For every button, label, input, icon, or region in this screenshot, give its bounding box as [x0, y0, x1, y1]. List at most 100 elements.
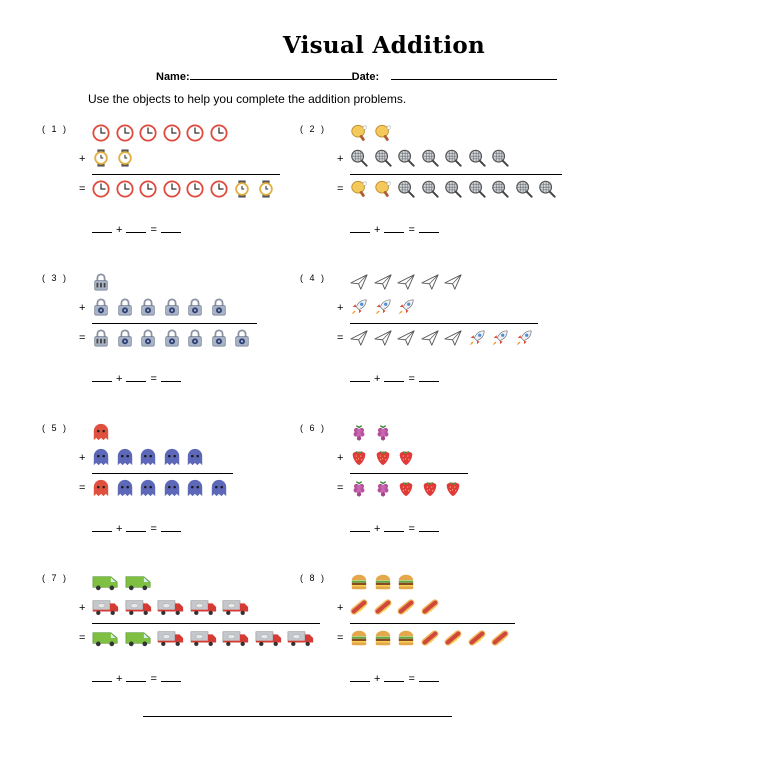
sum-line: [92, 473, 233, 474]
answer-blank-2[interactable]: [384, 523, 405, 532]
plus-sign: +: [337, 153, 344, 165]
equals-sign: =: [150, 224, 157, 236]
addend-row-2: [92, 149, 139, 171]
rocket-icon: [468, 329, 486, 347]
sum-row: [350, 329, 538, 351]
paper-plane-icon: [420, 273, 439, 291]
answer-blank-2[interactable]: [384, 224, 405, 233]
answer-blank-2[interactable]: [384, 673, 405, 682]
answer-blank-sum[interactable]: [418, 373, 439, 382]
equals-sign: =: [408, 523, 415, 535]
red-truck-icon: [190, 629, 217, 647]
clock-icon: [139, 124, 157, 142]
red-truck-icon: [157, 629, 184, 647]
answer-blank-2[interactable]: [126, 224, 147, 233]
paper-plane-icon: [373, 329, 392, 347]
equals-sign: =: [408, 673, 415, 685]
answer-blank-sum[interactable]: [160, 373, 181, 382]
problem-number: ( 5 ): [42, 423, 69, 433]
answer-blank-2[interactable]: [126, 673, 147, 682]
plus-sign: +: [337, 302, 344, 314]
problem-2: ( 2 )+=+=: [300, 124, 600, 254]
answer-blank-sum[interactable]: [160, 523, 181, 532]
clock-icon: [92, 180, 110, 198]
hotdog-icon: [444, 629, 462, 647]
hotdog-icon: [350, 598, 368, 616]
tennis-racket-icon: [444, 180, 462, 198]
blue-ghost-icon: [163, 448, 181, 466]
blue-ghost-icon: [186, 448, 204, 466]
tennis-racket-icon: [491, 149, 509, 167]
sum-line: [92, 323, 257, 324]
date-label: Date:: [351, 71, 380, 83]
problem-number: ( 6 ): [300, 423, 327, 433]
strawberry-icon: [397, 479, 415, 497]
answer-blank-1[interactable]: [92, 523, 112, 532]
answer-blank-1[interactable]: [92, 224, 112, 233]
rocket-icon: [350, 298, 368, 316]
hotdog-icon: [421, 598, 439, 616]
equals-sign: =: [150, 373, 157, 385]
padlock-icon: [163, 329, 181, 347]
ping-pong-paddle-icon: [374, 180, 392, 198]
wristwatch-icon: [257, 180, 275, 198]
answer-blank-sum[interactable]: [418, 673, 439, 682]
answer-blank-sum[interactable]: [418, 224, 439, 233]
answer-equation: +=: [350, 673, 439, 685]
equals-sign: =: [337, 482, 344, 494]
addend-row-1: [350, 423, 397, 445]
addend-row-2: [350, 598, 444, 620]
green-van-icon: [92, 629, 119, 647]
date-field[interactable]: [391, 69, 558, 80]
addend-row-2: [92, 298, 233, 320]
answer-blank-2[interactable]: [126, 373, 147, 382]
answer-blank-sum[interactable]: [418, 523, 439, 532]
plus-sign: +: [79, 153, 86, 165]
signature-line: [143, 716, 452, 717]
green-van-icon: [125, 629, 152, 647]
answer-blank-2[interactable]: [126, 523, 147, 532]
paper-plane-icon: [444, 273, 462, 291]
plus-sign: +: [374, 224, 381, 236]
hotdog-icon: [468, 629, 486, 647]
sum-row: [92, 329, 257, 351]
clock-icon: [209, 124, 228, 142]
blue-ghost-icon: [116, 448, 134, 466]
answer-equation: +=: [350, 224, 439, 236]
answer-blank-1[interactable]: [350, 523, 370, 532]
name-field[interactable]: [189, 69, 352, 80]
answer-blank-1[interactable]: [350, 224, 370, 233]
answer-blank-2[interactable]: [384, 373, 405, 382]
plus-sign: +: [79, 302, 86, 314]
tennis-racket-icon: [468, 180, 486, 198]
answer-blank-sum[interactable]: [160, 224, 181, 233]
sum-row: [350, 180, 562, 202]
answer-blank-1[interactable]: [92, 673, 112, 682]
plus-sign: +: [116, 523, 123, 535]
page-title: Visual Addition: [282, 32, 486, 59]
sum-line: [92, 623, 320, 624]
addend-row-2: [92, 448, 210, 470]
answer-blank-sum[interactable]: [160, 673, 181, 682]
equals-sign: =: [408, 373, 415, 385]
addend-row-2: [92, 598, 255, 620]
padlock-icon: [116, 298, 134, 316]
addend-row-1: [92, 573, 157, 595]
combination-lock-icon: [92, 329, 110, 347]
burger-icon: [350, 629, 368, 647]
problem-3: ( 3 )+=+=: [42, 273, 342, 403]
answer-blank-1[interactable]: [350, 673, 370, 682]
padlock-icon: [163, 298, 181, 316]
tennis-racket-icon: [515, 180, 533, 198]
raspberry-icon: [350, 479, 368, 497]
strawberry-icon: [421, 479, 439, 497]
plus-sign: +: [374, 673, 381, 685]
sum-line: [350, 473, 468, 474]
equals-sign: =: [337, 183, 344, 195]
burger-icon: [397, 573, 415, 591]
clock-icon: [186, 124, 204, 142]
clock-icon: [115, 180, 134, 198]
red-truck-icon: [222, 629, 249, 647]
answer-blank-1[interactable]: [92, 373, 112, 382]
answer-blank-1[interactable]: [350, 373, 370, 382]
